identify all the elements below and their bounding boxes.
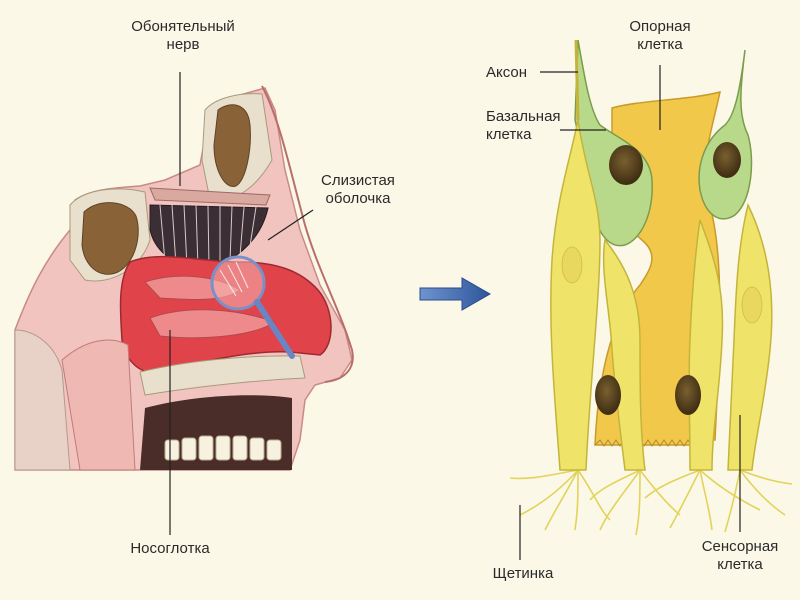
- sensory-cell-nucleus-2: [595, 375, 621, 415]
- right-arrow-icon: [420, 278, 490, 310]
- sensory-cell-nucleus-faint-4: [742, 287, 762, 323]
- basal-cell-nucleus-right: [713, 142, 741, 178]
- sensory-cell-4: [728, 205, 772, 470]
- nasal-cavity-cross-section: [15, 72, 353, 535]
- label-basal-cell: Базальная клетка: [486, 108, 586, 144]
- cilia-tufts: [510, 470, 792, 535]
- label-axon: Аксон: [486, 64, 546, 82]
- sensory-cell-nucleus-faint-1: [562, 247, 582, 283]
- basal-cell-nucleus-left: [609, 145, 643, 185]
- label-sensory-cell: Сенсорная клетка: [690, 538, 790, 574]
- label-cilia: Щетинка: [478, 565, 568, 583]
- label-supporting-cell: Опорная клетка: [620, 18, 700, 54]
- label-mucous-membrane: Слизистая оболочка: [308, 172, 408, 208]
- label-nasopharynx: Носоглотка: [115, 540, 225, 558]
- sensory-cell-nucleus-3: [675, 375, 701, 415]
- label-olfactory-nerve: Обонятельный нерв: [118, 18, 248, 54]
- teeth: [165, 436, 281, 460]
